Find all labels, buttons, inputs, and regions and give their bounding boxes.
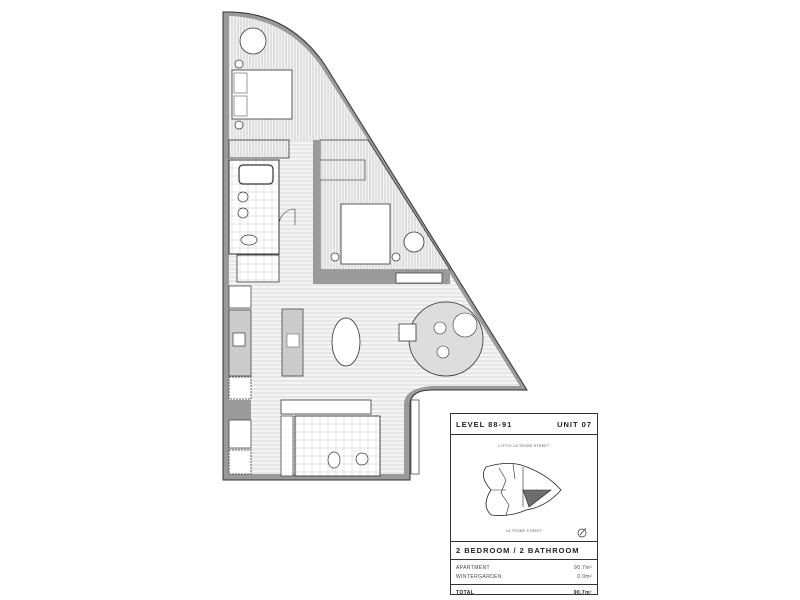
area-value: 0.0m² (577, 573, 592, 580)
unit-info-card: LEVEL 88-91 UNIT 07 LITTLE LA TROBE STRE… (450, 413, 598, 597)
media-unit (395, 272, 443, 284)
area-value: 90.7m² (574, 564, 592, 571)
ensuite-2 (294, 415, 381, 477)
rug (408, 301, 484, 377)
total-value: 90.7m² (573, 589, 592, 596)
armchair (398, 323, 417, 342)
key-plan: LITTLE LA TROBE STREET LA TROBE STREET (451, 435, 597, 542)
north-arrow-icon (577, 528, 587, 538)
area-list: APARTMENT 90.7m² WINTERGARDEN 0.0m² (451, 560, 597, 585)
building-keyplan (483, 463, 587, 538)
area-label: WINTERGARDEN (456, 573, 502, 580)
street-top: LITTLE LA TROBE STREET (498, 444, 550, 448)
area-row: WINTERGARDEN 0.0m² (451, 572, 597, 581)
bed-2 (340, 203, 391, 265)
chair-1 (239, 27, 267, 55)
street-bottom: LA TROBE STREET (505, 529, 543, 533)
dining-table (331, 317, 361, 367)
unit-type: 2 BEDROOM / 2 BATHROOM (451, 542, 597, 560)
area-row: APARTMENT 90.7m² (451, 563, 597, 572)
card-header: LEVEL 88-91 UNIT 07 (451, 414, 597, 435)
total-label: TOTAL (456, 589, 475, 596)
unit-label: UNIT 07 (557, 419, 592, 429)
area-label: APARTMENT (456, 564, 490, 571)
level-label: LEVEL 88-91 (456, 419, 513, 429)
total-row: TOTAL 90.7m² (451, 588, 597, 597)
